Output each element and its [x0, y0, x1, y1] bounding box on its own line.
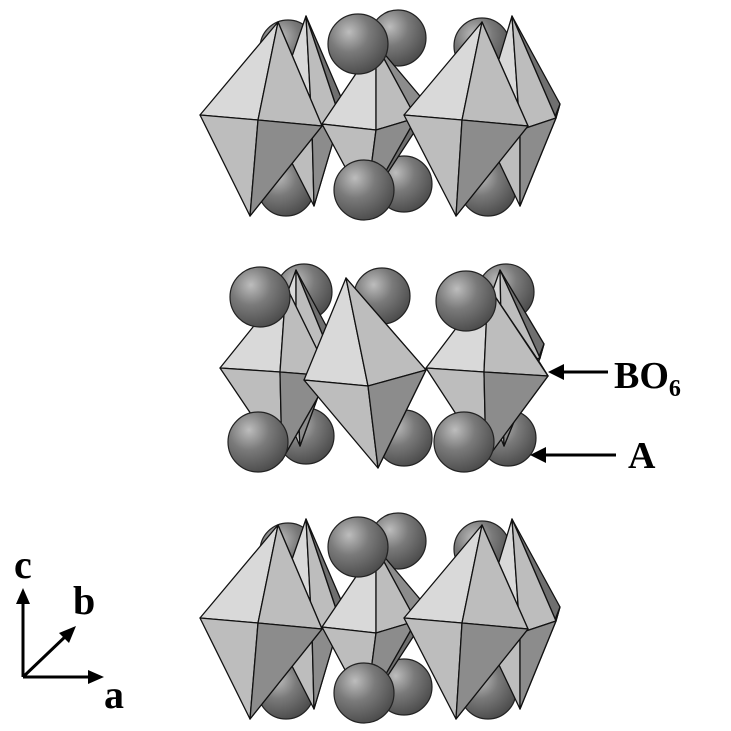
octahedron-right-lower-face — [455, 119, 529, 217]
bo6-octahedron — [303, 277, 427, 469]
octahedron-right-lower-face — [249, 622, 323, 720]
a-site-sphere — [227, 411, 289, 473]
b-axis-arrow-head — [59, 626, 76, 643]
a-site-annotation: A — [530, 435, 656, 477]
b-axis-label: b — [73, 578, 95, 623]
a-site-sphere — [333, 159, 395, 221]
axes-indicator: c b a — [14, 542, 124, 717]
a-site-sphere — [433, 411, 495, 473]
top-layer — [199, 9, 561, 221]
a-axis-arrow-head — [88, 670, 104, 684]
a-site-sphere — [229, 266, 291, 328]
octahedron-front-lower-face — [199, 114, 259, 217]
octahedron-right-lower-face — [519, 620, 557, 710]
octahedron-right-lower-face — [519, 117, 557, 207]
c-axis-arrow-head — [16, 588, 30, 604]
octahedron-right-lower-face — [249, 119, 323, 217]
a-site-sphere — [327, 516, 389, 578]
bo6-annotation: BO6 — [548, 355, 681, 402]
bo6-octahedron — [403, 21, 529, 217]
bo6-label: BO6 — [614, 355, 681, 402]
bottom-layer — [199, 512, 561, 724]
a-site-label: A — [628, 435, 656, 477]
octahedron-right-lower-face — [455, 622, 529, 720]
c-axis-label: c — [14, 542, 32, 587]
bo6-octahedron — [403, 524, 529, 720]
bo6-arrow-head — [548, 364, 564, 380]
bo6-octahedron — [199, 21, 323, 217]
octahedron-front-lower-face — [199, 617, 259, 720]
octahedron-right-lower-face — [367, 369, 427, 469]
a-site-sphere — [327, 13, 389, 75]
a-site-sphere — [333, 662, 395, 724]
bo6-octahedron — [199, 524, 323, 720]
a-arrow-head — [530, 447, 546, 463]
middle-layer — [219, 263, 549, 473]
a-site-sphere — [435, 270, 497, 332]
a-axis-label: a — [104, 672, 124, 717]
octahedron-right-lower-face — [483, 371, 549, 461]
b-axis-line — [21, 632, 70, 679]
